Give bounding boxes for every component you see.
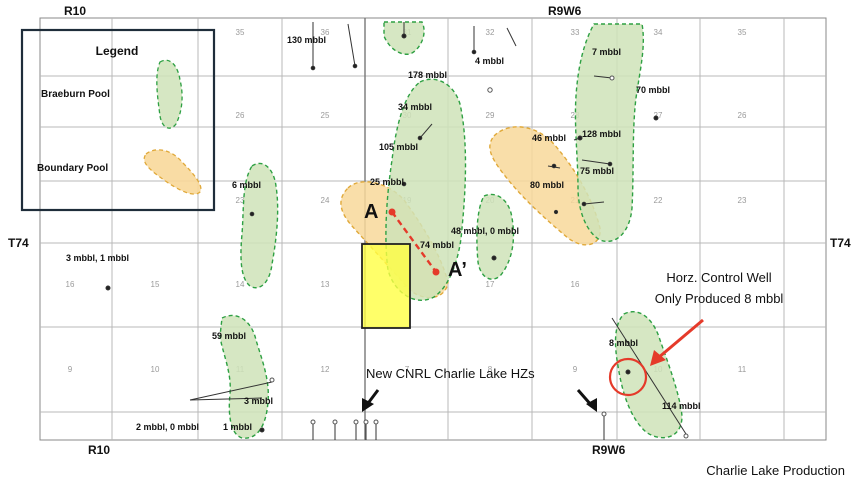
section-number: 11 (738, 365, 747, 374)
section-number: 34 (654, 28, 663, 37)
control-well-circle (608, 357, 648, 397)
legend-item-boundary: Boundary Pool (37, 163, 108, 174)
cross-section-start-label: A (364, 201, 378, 223)
section-number: 24 (321, 196, 330, 205)
legend-swatch-braeburn (156, 59, 183, 129)
section-number: 25 (321, 111, 330, 120)
production-label: 105 mbbl (379, 142, 418, 152)
cross-section-end-label: A’ (448, 259, 467, 281)
section-number: 9 (573, 365, 578, 374)
section-number: 32 (486, 28, 495, 37)
well-trajectories (105, 22, 689, 440)
production-label: 6 mbbl (232, 180, 261, 190)
section-number: 8 (488, 365, 493, 374)
production-label: 59 mbbl (212, 331, 246, 341)
braeburn-pool-northeast (574, 23, 645, 243)
production-label: 80 mbbl (530, 180, 564, 190)
township-label-left: T74 (8, 236, 29, 250)
production-label: 48 mbbl, 0 mbbl (451, 226, 519, 236)
highlighted-area (361, 243, 411, 329)
cross-section-end-marker (432, 268, 440, 276)
section-number: 35 (236, 28, 245, 37)
range-label-top-left: R10 (64, 4, 86, 18)
section-number: 9 (68, 365, 73, 374)
braeburn-pools (219, 21, 683, 439)
production-label: 7 mbbl (592, 47, 621, 57)
section-number: 22 (654, 196, 663, 205)
section-number: 12 (321, 365, 330, 374)
section-number: 26 (738, 111, 747, 120)
production-label: 74 mbbl (420, 240, 454, 250)
braeburn-pool-west (240, 162, 279, 289)
boundary-pool-east (489, 126, 601, 246)
black-arrow-right-icon (576, 389, 597, 412)
grid-labels: R10 R9W6 R10 R9W6 T74 T74 (8, 4, 851, 457)
production-label: 178 mbbl (408, 70, 447, 80)
production-label: 3 mbbl, 1 mbbl (66, 253, 129, 263)
production-label: 2 mbbl, 0 mbbl (136, 422, 199, 432)
map-caption: Charlie Lake Production (706, 463, 845, 478)
new-hz-note: New CNRL Charlie Lake HZs (366, 366, 535, 381)
section-number: 15 (151, 280, 160, 289)
production-labels: 130 mbbl 4 mbbl 178 mbbl 7 mbbl 70 mbbl … (66, 35, 701, 432)
new-hz-annotation: New CNRL Charlie Lake HZs (362, 366, 597, 412)
legend-swatch-boundary (143, 149, 202, 195)
section-number: 13 (321, 280, 330, 289)
legend-title: Legend (96, 44, 139, 58)
braeburn-pool-southwest (219, 314, 270, 439)
production-label: 25 mbbl (370, 177, 404, 187)
production-label: 75 mbbl (580, 166, 614, 176)
section-number: 23 (738, 196, 747, 205)
braeburn-pool-sec20 (476, 193, 515, 280)
section-number: 36 (321, 28, 330, 37)
section-number: 27 (654, 111, 663, 120)
red-arrow-head-icon (650, 350, 666, 366)
section-number: 10 (151, 365, 160, 374)
section-number: 26 (236, 111, 245, 120)
section-number: 7 (405, 365, 410, 374)
section-number: 16 (66, 280, 75, 289)
legend-item-braeburn: Braeburn Pool (41, 89, 110, 100)
control-well-annotation: Horz. Control Well Only Produced 8 mbbl (608, 270, 784, 397)
production-label: 34 mbbl (398, 102, 432, 112)
legend-box: Legend Braeburn Pool Boundary Pool (20, 28, 216, 212)
production-label: 4 mbbl (475, 56, 504, 66)
range-label-top-right: R9W6 (548, 4, 582, 18)
cross-section-start-marker (388, 208, 396, 216)
production-label: 8 mbbl (609, 338, 638, 348)
production-label: 70 mbbl (636, 85, 670, 95)
section-number: 23 (236, 196, 245, 205)
production-label: 130 mbbl (287, 35, 326, 45)
cross-section-line: A A’ (364, 201, 467, 281)
section-number: 29 (486, 111, 495, 120)
control-well-note-line2: Only Produced 8 mbbl (655, 291, 784, 306)
production-label: 46 mbbl (532, 133, 566, 143)
production-label: 3 mbbl (244, 396, 273, 406)
red-arrow-shaft (657, 318, 704, 360)
control-well-note-line1: Horz. Control Well (666, 270, 771, 285)
section-number: 14 (236, 280, 245, 289)
section-number: 16 (571, 280, 580, 289)
black-arrow-left-icon (362, 389, 380, 412)
range-label-bottom-right: R9W6 (592, 443, 626, 457)
section-number: 17 (486, 280, 495, 289)
township-label-right: T74 (830, 236, 851, 250)
section-number: 35 (738, 28, 747, 37)
section-number: 33 (571, 28, 580, 37)
production-label: 1 mbbl (223, 422, 252, 432)
production-label: 114 mbbl (662, 401, 701, 411)
production-label: 128 mbbl (582, 129, 621, 139)
range-label-bottom-left: R10 (88, 443, 110, 457)
